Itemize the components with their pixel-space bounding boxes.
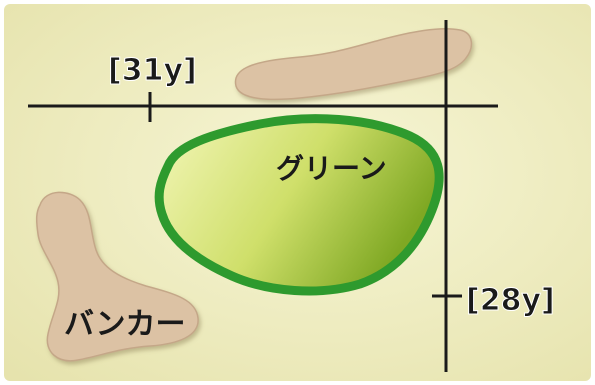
bunker-left — [35, 191, 199, 362]
depth-distance-label: [28y] — [466, 283, 555, 318]
green-label: グリーン — [276, 152, 387, 185]
bunker-label: バンカー — [64, 307, 186, 342]
putting-green — [154, 114, 444, 296]
width-distance-label: [31y] — [108, 53, 197, 88]
bunker-top — [234, 27, 473, 101]
